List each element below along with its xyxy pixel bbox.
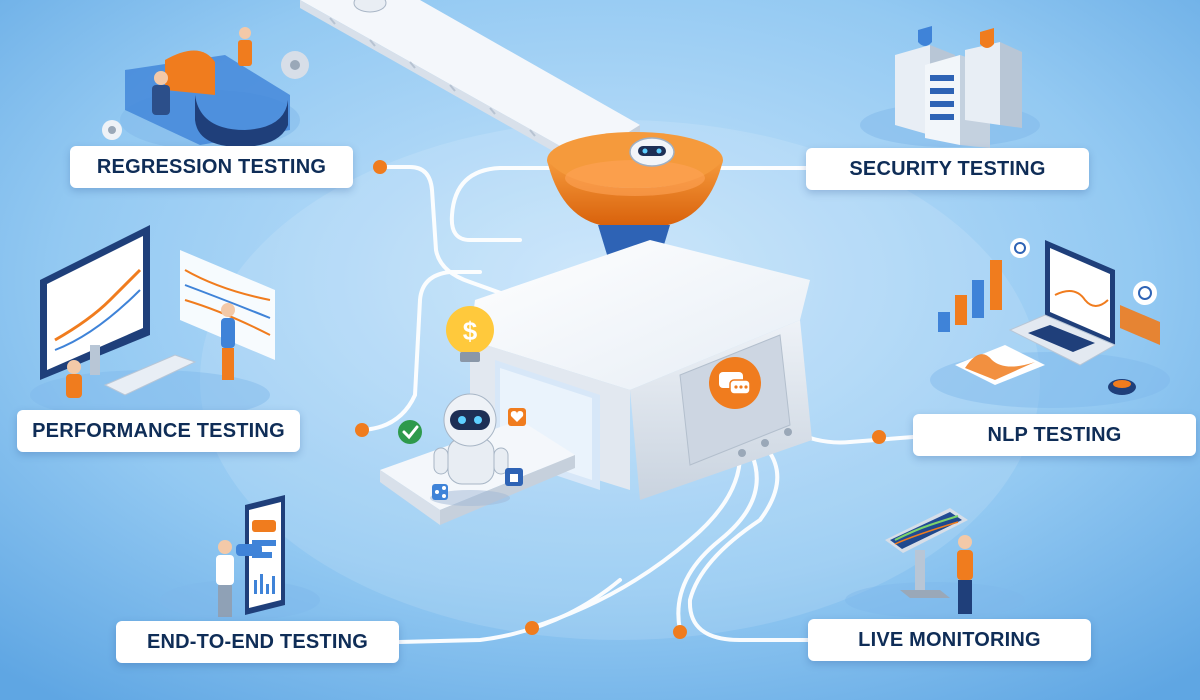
label-end-to-end-testing: END-TO-END TESTING: [116, 621, 399, 663]
regression-illustration: [102, 27, 309, 150]
robot-head-icon: [629, 137, 675, 167]
phone: [245, 495, 285, 615]
connector-e2e-2: [397, 578, 622, 644]
label-regression-testing: REGRESSION TESTING: [70, 146, 353, 188]
person-standing: [221, 303, 235, 380]
laptop: [1008, 240, 1117, 366]
connector-live-2: [676, 453, 759, 632]
live-monitoring-illustration: [845, 508, 1025, 618]
nlp-illustration: [930, 238, 1170, 408]
dot-regression: [373, 160, 387, 174]
share-icon: [432, 484, 448, 500]
shield-icon: [918, 26, 932, 46]
area-chart-card: [955, 345, 1045, 385]
tablet: [103, 354, 197, 396]
monitor: [40, 225, 150, 380]
robot-figure: [430, 393, 510, 506]
connector-lines: [360, 165, 915, 644]
dot-live: [673, 625, 687, 639]
label-live-monitoring: LIVE MONITORING: [808, 619, 1091, 661]
dot-performance: [355, 423, 369, 437]
gear-icon-small: [102, 120, 122, 140]
bars-panel: [1120, 305, 1160, 345]
dollar-lightbulb-icon: $: [446, 306, 494, 362]
connector-dots: [355, 160, 886, 639]
gear-icon: [281, 51, 309, 79]
bar-chart-3d: [938, 260, 1002, 332]
refresh-icon-2: [1133, 281, 1157, 305]
kiosk-screen: [885, 508, 968, 598]
performance-illustration: [30, 225, 275, 420]
dot-nlp: [872, 430, 886, 444]
person-sitting: [66, 360, 82, 398]
chat-bubbles-icon: [709, 357, 761, 409]
end-to-end-illustration: [160, 495, 320, 620]
dot-e2e: [525, 621, 539, 635]
message-bubble: [236, 544, 262, 556]
person-e2e: [216, 540, 234, 617]
shield-icon-orange: [980, 28, 994, 48]
heart-icon: [508, 408, 526, 426]
connector-performance: [360, 270, 482, 432]
security-illustration: [860, 26, 1040, 148]
check-icon: [398, 420, 422, 444]
person-live: [957, 535, 973, 614]
connector-live: [687, 448, 810, 642]
robot-head-on-belt-top: [353, 0, 387, 13]
connector-regression-loop: [449, 166, 562, 242]
label-nlp-testing: NLP TESTING: [913, 414, 1196, 456]
thumbs-up-icon: [505, 468, 523, 486]
label-security-testing: SECURITY TESTING: [806, 148, 1089, 190]
label-performance-testing: PERFORMANCE TESTING: [17, 410, 300, 452]
mouse-icon: [1108, 379, 1136, 395]
server-rack-3: [965, 42, 1022, 128]
refresh-icon: [1010, 238, 1030, 258]
connector-regression: [378, 165, 522, 302]
bulb-symbol: $: [463, 316, 478, 346]
